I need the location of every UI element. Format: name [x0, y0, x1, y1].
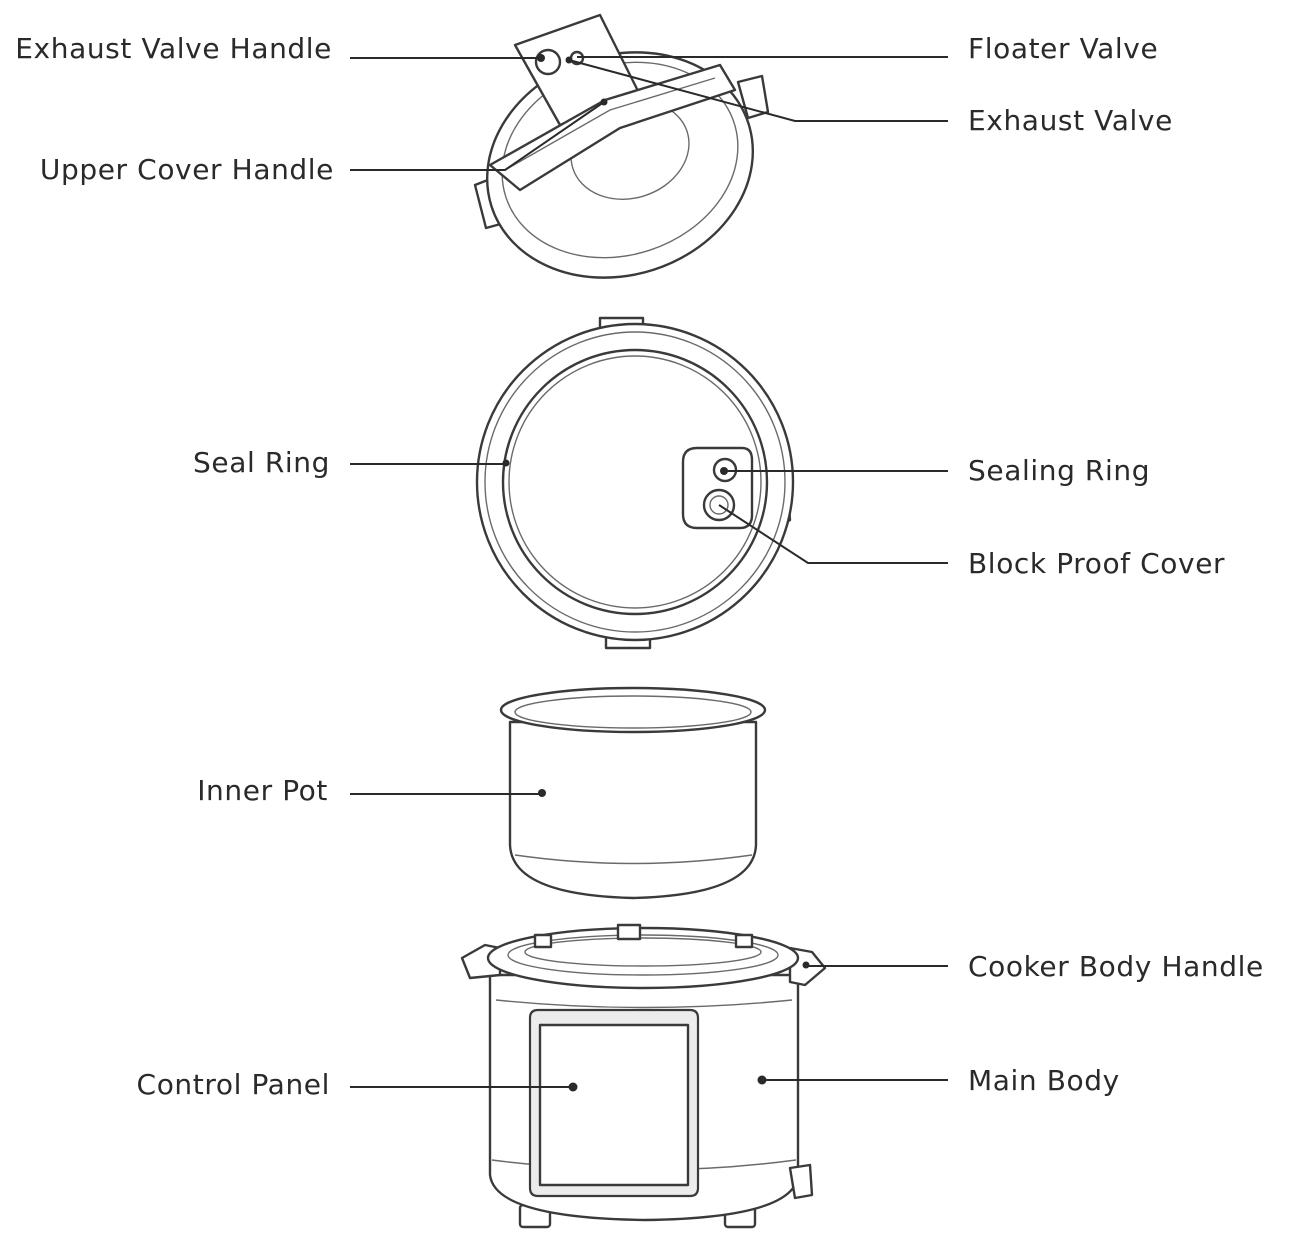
label-exhaust-valve-handle: Exhaust Valve Handle [15, 32, 332, 65]
label-block-proof-cover: Block Proof Cover [968, 547, 1225, 580]
lid-illustration [473, 13, 770, 279]
leader-block-proof-cover [718, 504, 948, 564]
leader-exhaust-valve [568, 59, 948, 122]
label-floater-valve: Floater Valve [968, 32, 1158, 65]
leader-upper-cover-handle [350, 101, 605, 171]
label-cooker-body-handle: Cooker Body Handle [968, 950, 1264, 983]
label-inner-pot: Inner Pot [197, 774, 328, 807]
main-body-illustration [460, 923, 827, 1229]
inner-pot-illustration [499, 686, 767, 900]
label-control-panel: Control Panel [137, 1068, 330, 1101]
label-exhaust-valve: Exhaust Valve [968, 104, 1173, 137]
label-seal-ring: Seal Ring [193, 446, 330, 479]
lid-underside-illustration [475, 316, 795, 650]
label-upper-cover-handle: Upper Cover Handle [40, 153, 334, 186]
part-labels: Exhaust Valve Handle Upper Cover Handle … [15, 32, 1264, 1101]
leader-lines [350, 56, 948, 1088]
label-sealing-ring: Sealing Ring [968, 454, 1150, 487]
label-main-body: Main Body [968, 1064, 1120, 1097]
